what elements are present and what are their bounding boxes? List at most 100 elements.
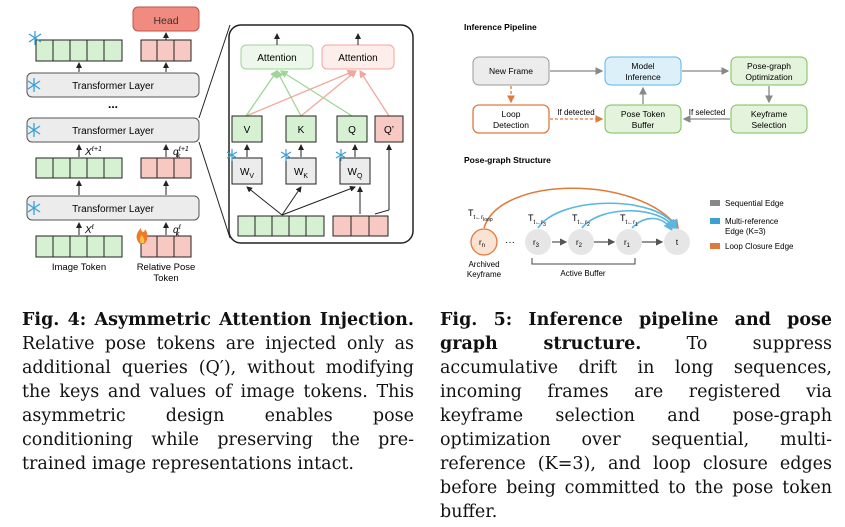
- active-buffer-bracket: [531, 258, 636, 265]
- wk-box: [285, 157, 317, 185]
- pose-graph-opt-label-1: Pose-graph: [747, 61, 791, 71]
- legend-swatch-sequential: [710, 200, 720, 206]
- x-next-label: Xℓ+1: [84, 146, 102, 158]
- k-label: K: [298, 125, 305, 136]
- node-archived: [470, 228, 498, 256]
- transformer-label-top: Transformer Layer: [72, 81, 155, 92]
- q-box-label: Q: [348, 125, 356, 136]
- pose-token-buffer-label-2: Buffer: [632, 120, 655, 130]
- fig5-caption-title: Fig. 5: Inference pipeline and pose grap…: [440, 310, 832, 354]
- pose-token-label-2: Token: [153, 273, 178, 284]
- mid-image-tokens: [35, 157, 123, 179]
- t-r1-label: Tt←r1: [620, 213, 638, 228]
- t-r2-label: Tt←r2: [572, 213, 590, 228]
- v-label: V: [244, 125, 251, 136]
- pose-token-buffer-label-1: Pose Token: [621, 109, 666, 119]
- keyframe-selection-label-1: Keyframe: [751, 109, 788, 119]
- fig4-caption-title: Fig. 4: Asymmetric Attention Injection.: [22, 310, 414, 330]
- q-box: [336, 115, 368, 143]
- v-box: [231, 115, 263, 143]
- snowflake-icon: [27, 123, 41, 137]
- legend-multiref-2: Edge (K=3): [725, 227, 766, 236]
- legend: Sequential Edge Multi-reference Edge (K=…: [710, 199, 794, 251]
- head-box: [132, 6, 200, 32]
- legend-swatch-loop: [710, 243, 720, 249]
- node-r3: [525, 229, 551, 255]
- fig5-caption-body: To suppress accumulative drift in long s…: [440, 334, 832, 522]
- snowflake-icon: [27, 201, 41, 215]
- new-frame-box: [472, 56, 550, 86]
- graph-ellipsis: ···: [505, 237, 515, 248]
- model-inference-box: [604, 56, 682, 86]
- image-token-label: Image Token: [52, 262, 106, 273]
- wq-label: WQ: [348, 167, 363, 180]
- figure-4-diagram: Head Transformer Layer ... Transformer L…: [26, 6, 414, 284]
- node-t-label: t: [676, 238, 679, 247]
- node-r1: [616, 229, 642, 255]
- node-t: [664, 229, 690, 255]
- legend-multiref-1: Multi-reference: [725, 217, 779, 226]
- attention-label-image: Attention: [257, 53, 296, 64]
- t-r3-label: Tt←r3: [528, 213, 546, 228]
- archived-keyframe-label-1: Archived: [468, 260, 499, 269]
- legend-sequential: Sequential Edge: [725, 199, 784, 208]
- legend-loop: Loop Closure Edge: [725, 242, 794, 251]
- wq-box: [339, 157, 371, 185]
- transformer-layer-bottom: [26, 195, 200, 221]
- x-label: Xℓ: [84, 224, 95, 236]
- keyframe-selection-label-2: Selection: [752, 120, 787, 130]
- attention-detail-panel: [228, 24, 414, 244]
- loop-detection-box: [472, 104, 550, 134]
- output-pose-tokens: [140, 39, 192, 62]
- keyframe-selection-box: [730, 104, 808, 134]
- loop-detection-label-2: Detection: [493, 120, 529, 130]
- pose-token-buffer-box: [604, 104, 682, 134]
- transformer-label-bottom: Transformer Layer: [72, 204, 155, 215]
- model-inference-label-1: Model: [631, 61, 654, 71]
- snowflake-icon: [280, 149, 292, 161]
- flame-icon: [136, 228, 148, 244]
- transformer-layer-top: [26, 72, 200, 98]
- node-r3-label: r3: [533, 238, 540, 249]
- snowflake-icon: [28, 31, 42, 45]
- model-inference-label-2: Inference: [625, 72, 661, 82]
- qprime-box: [374, 115, 404, 143]
- node-rn-label: rn: [479, 238, 485, 249]
- loop-detection-label-1: Loop: [502, 109, 521, 119]
- input-image-tokens: [35, 235, 123, 258]
- pose-graph-structure-title: Pose-graph Structure: [464, 155, 551, 165]
- panel-pose-tokens: [332, 215, 389, 237]
- t-loop-label: Tt←rloop: [468, 208, 493, 223]
- inference-pipeline-title: Inference Pipeline: [464, 22, 537, 32]
- head-label: Head: [153, 15, 178, 27]
- transformer-label-mid: Transformer Layer: [72, 126, 155, 137]
- fig5-caption: Fig. 5: Inference pipeline and pose grap…: [440, 308, 832, 524]
- zoom-line-top: [198, 24, 231, 119]
- ellipsis: ...: [108, 97, 118, 111]
- output-image-tokens: [35, 39, 123, 62]
- panel-image-tokens: [237, 215, 325, 237]
- pose-graph-opt-box: [730, 56, 808, 86]
- k-box: [285, 115, 317, 143]
- node-r2: [568, 229, 594, 255]
- if-selected-label: If selected: [689, 108, 725, 117]
- pose-token-label-1: Relative Pose: [137, 262, 196, 273]
- input-pose-tokens: [140, 235, 192, 258]
- zoom-line-bottom: [198, 141, 231, 239]
- snowflake-icon: [226, 149, 238, 161]
- wk-label: WK: [294, 167, 308, 180]
- wv-label: WV: [240, 167, 254, 180]
- snowflake-icon: [27, 78, 41, 92]
- figure-5-diagram: Inference Pipeline New Frame Model Infer…: [464, 22, 808, 279]
- node-r1-label: r1: [624, 238, 631, 249]
- pose-graph-opt-label-2: Optimization: [745, 72, 793, 82]
- archived-keyframe-label-2: Keyframe: [467, 270, 502, 279]
- node-r2-label: r2: [576, 238, 583, 249]
- snowflake-icon: [335, 149, 347, 161]
- active-buffer-label: Active Buffer: [560, 269, 606, 278]
- fig4-caption-body: Relative pose tokens are injected only a…: [22, 334, 414, 474]
- wv-box: [231, 157, 263, 185]
- mid-pose-tokens: [140, 157, 192, 179]
